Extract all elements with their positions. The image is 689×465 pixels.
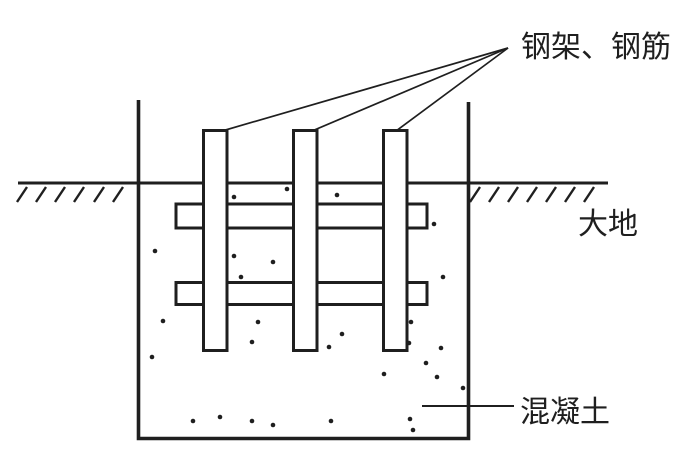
concrete-dot [438,345,444,351]
concrete-dot [249,339,255,345]
concrete-dot [284,186,290,192]
hatch-mark [112,186,124,203]
concrete-dot [270,259,276,265]
concrete-dot [431,221,437,227]
concrete-dot [334,192,340,198]
concrete-dot [326,344,332,350]
hatch-mark [469,186,481,203]
concrete-dot [270,422,276,428]
hatch-mark [16,186,28,203]
concrete-dot [408,319,414,325]
ground-hatching-right [469,186,595,203]
hatch-mark [488,186,500,203]
concrete-dot [339,331,345,337]
concrete-dot [423,360,429,366]
ground-hatching-left [16,186,124,203]
concrete-dot [407,416,413,422]
concrete-dot [231,194,237,200]
steel-leader-line-3 [395,47,509,132]
concrete-dot [238,274,244,280]
concrete-dots-group [149,186,466,433]
hatch-mark [526,186,538,203]
concrete-dot [217,414,223,420]
concrete-dot [460,385,466,391]
foundation-pit-outline [136,100,471,441]
hatch-mark [54,186,66,203]
vertical-steel-bar-2 [292,129,319,352]
concrete-dot [149,354,155,360]
concrete-dot [434,374,440,380]
hatch-mark [93,186,105,203]
concrete-dot [231,253,237,259]
steel-leader-lines [221,47,509,132]
vertical-steel-bar-1 [202,129,229,352]
vertical-steel-bar-3 [382,129,409,352]
concrete-dot [440,274,446,280]
concrete-dot [406,340,412,346]
concrete-dot [255,319,261,325]
concrete-label: 混凝土 [520,396,610,429]
hatch-mark [583,186,595,203]
earth-label: 大地 [578,208,638,241]
concrete-dot [381,371,387,377]
steel-leader-line-1 [221,47,509,132]
concrete-dot [328,418,334,424]
vertical-steel-bar-group [202,129,409,352]
concrete-dot [152,248,158,254]
concrete-dot [249,418,255,424]
concrete-dot [190,418,196,424]
steel-label: 钢架、钢筋 [521,31,671,64]
hatch-mark [545,186,557,203]
steel-leader-line-2 [311,47,509,132]
pit-walls-path [136,100,471,441]
concrete-dot [160,318,166,324]
hatch-mark [507,186,519,203]
hatch-mark [35,186,47,203]
hatch-mark [73,186,85,203]
concrete-dot [410,427,416,433]
hatch-mark [564,186,576,203]
